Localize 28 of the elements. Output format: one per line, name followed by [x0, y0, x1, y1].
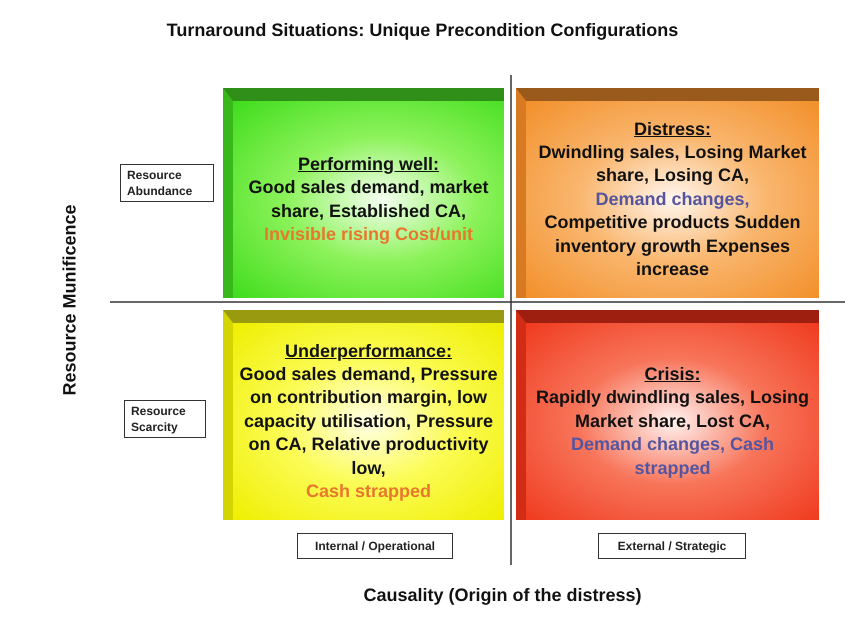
axis-title: Causality (Origin of the distress) [362, 585, 643, 606]
quadrant-text: Invisible rising Cost/unit [264, 222, 474, 246]
quadrant-text: Demand changes, [595, 188, 750, 211]
quadrant-text: Cash strapped [306, 480, 432, 503]
label-box [124, 400, 206, 438]
quadrant-box [516, 88, 819, 298]
quadrant-box [223, 310, 504, 520]
quadrant-heading: Underperformance: [284, 340, 452, 363]
label-box [120, 164, 214, 202]
quadrant-text: Good sales demand, Pressure on contribution margin, low capacity utilisation, Pressure on CA, Relative productivity low, [239, 363, 498, 480]
quadrant-text: Good sales demand, market share, Established CA, [247, 176, 490, 222]
axis-category-label: Internal / Operational [314, 538, 436, 554]
label-box [297, 533, 453, 559]
quadrant-text: Competitive products Sudden inventory growth Expenses increase [543, 211, 802, 281]
axis-category-label: Resource Scarcity [131, 402, 187, 436]
quadrant-heading: Crisis: [644, 363, 701, 386]
quadrant-text: Demand changes, Cash strapped [570, 433, 776, 480]
axis-title: Resource Munificence [60, 204, 80, 396]
quadrant-heading: Distress: [634, 118, 712, 141]
label-box [598, 533, 746, 559]
quadrant-text: Dwindling sales, Losing Market share, Losing CA, [537, 141, 808, 188]
quadrant-box [516, 310, 819, 520]
axis-category-label: External / Strategic [618, 538, 726, 554]
quadrant-heading: Performing well: [298, 152, 440, 176]
axis-category-label: Resource Abundance [127, 166, 194, 200]
quadrant-box [223, 88, 504, 298]
diagram-title: Turnaround Situations: Unique Precondition Configurations [166, 20, 680, 41]
quadrant-text: Rapidly dwindling sales, Losing Market share, Lost CA, [534, 386, 810, 433]
